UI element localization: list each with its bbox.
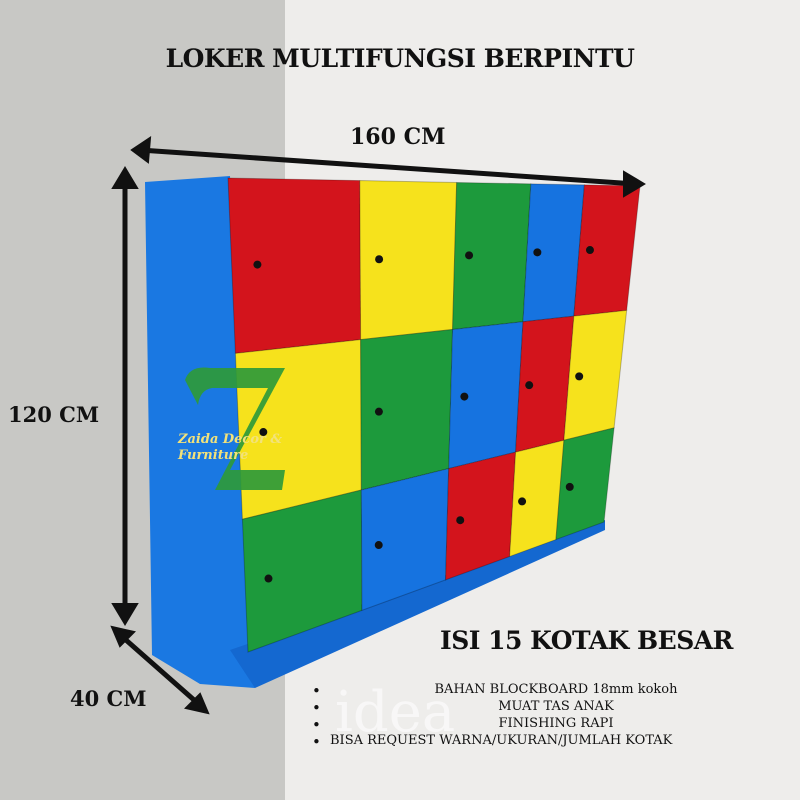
door-knob-icon [374, 541, 383, 550]
width-label: 160 CM [350, 124, 446, 150]
door-knob-icon [525, 381, 534, 390]
door-knob-icon [518, 497, 527, 506]
door-knob-icon [456, 516, 465, 525]
locker-door-red [573, 184, 641, 317]
feature-item: FINISHING RAPI [310, 716, 790, 734]
page-title: LOKER MULTIFUNGSI BERPINTU [165, 44, 635, 73]
depth-arrow [110, 625, 210, 715]
depth-label: 40 CM [70, 686, 147, 711]
feature-item: MUAT TAS ANAK [310, 699, 790, 717]
door-knob-icon [374, 407, 383, 416]
door-knob-icon [575, 372, 584, 381]
door-knob-icon [460, 392, 469, 401]
door-knob-icon [585, 246, 594, 255]
width-arrow [130, 136, 646, 198]
cabinet-side-panel [145, 176, 255, 688]
door-knob-icon [253, 260, 262, 269]
door-knob-icon [533, 248, 542, 257]
door-knob-icon [465, 251, 474, 260]
logo-icon [185, 367, 285, 490]
locker-door-blue [448, 321, 524, 470]
features-list: BAHAN BLOCKBOARD 18mm kokoh MUAT TAS ANA… [310, 682, 790, 751]
features-title: ISI 15 KOTAK BESAR [440, 626, 733, 655]
feature-item: BISA REQUEST WARNA/UKURAN/JUMLAH KOTAK [310, 733, 790, 751]
feature-item: BAHAN BLOCKBOARD 18mm kokoh [310, 682, 790, 700]
height-label: 120 CM [8, 402, 100, 427]
door-knob-icon [259, 428, 268, 437]
door-knob-icon [264, 574, 273, 583]
locker-door-green [452, 181, 532, 331]
locker-door-yellow [563, 309, 628, 441]
cabinet-base [230, 520, 605, 688]
door-knob-icon [565, 482, 574, 491]
locker-door-green [555, 427, 615, 541]
locker-door-red [227, 177, 362, 354]
locker-door-green [360, 328, 454, 491]
height-arrow [111, 166, 139, 626]
locker-door-yellow [359, 180, 458, 341]
logo-text: Zaida Decor &Furniture [178, 432, 283, 463]
door-knob-icon [375, 255, 384, 264]
locker-door-yellow [234, 339, 362, 520]
